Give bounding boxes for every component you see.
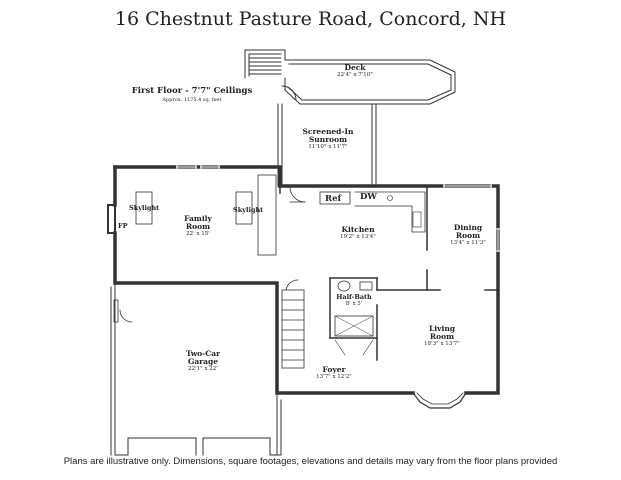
plan-title: 16 Chestnut Pasture Road, Concord, NH [114,8,507,30]
staircase [281,279,305,369]
garage-dims: 22'1" x 22' [188,366,218,372]
room-garage: Two-Car Garage 22'1" x 22' [168,350,238,373]
deck-name: Deck [344,63,366,72]
skylight-label-right: Skylight [233,206,264,214]
room-deck: Deck 22'4" x 7'10" [320,64,390,79]
family-dims: 22' x 15' [186,231,210,237]
sunroom-dims: 11'10" x 11'7" [308,144,348,150]
dining-name-2: Room [455,231,481,240]
room-living: Living Room 18'3" x 13'7" [412,325,472,348]
halfbath-name: Half-Bath [336,293,372,301]
sunroom-name-2: Sunroom [308,135,348,144]
fireplace-label: FP [118,222,128,230]
disclaimer-footer: Plans are illustrative only. Dimensions,… [63,456,558,467]
room-dining: Dining Room 13'4" x 11'3" [440,224,496,247]
floor-title: First Floor - 7'7" Ceilings [131,86,253,96]
living-dims: 18'3" x 13'7" [424,341,460,347]
living-name-2: Room [429,332,455,341]
deck-dims: 22'4" x 7'10" [337,72,373,78]
room-kitchen: Kitchen 19'2" x 13'4" [328,226,388,241]
refrigerator-label: Ref [325,194,342,204]
halfbath-dims: 8' x 5' [345,301,363,307]
garage-name-1: Two-Car [185,349,221,358]
sunroom-walls [277,85,377,187]
sunroom-name-1: Screened-In [302,127,354,136]
room-halfbath: Half-Bath 8' x 5' [332,293,376,308]
room-family: Family Room 22' x 15' [168,215,228,238]
garage-name-2: Garage [187,357,219,366]
room-sunroom: Screened-In Sunroom 11'10" x 11'7" [290,128,366,151]
family-name-2: Room [185,222,211,231]
interior-walls [279,185,499,361]
floor-area: Approx. 1175.4 sq. feet [162,97,222,103]
dining-dims: 13'4" x 11'3" [450,240,486,246]
dining-name-1: Dining [453,223,483,232]
family-name-1: Family [184,214,212,223]
living-name-1: Living [428,324,456,333]
room-foyer: Foyer 13'7" x 12'2" [310,366,358,381]
deck-outline [244,49,456,105]
foyer-dims: 13'7" x 12'2" [316,374,352,380]
foyer-name: Foyer [322,365,346,374]
skylight-label-left: Skylight [129,204,160,212]
kitchen-name: Kitchen [341,225,375,234]
dishwasher-label: DW [360,192,377,202]
kitchen-dims: 19'2" x 13'4" [340,234,376,240]
garage-outline [110,282,282,456]
bay-window [412,392,467,409]
